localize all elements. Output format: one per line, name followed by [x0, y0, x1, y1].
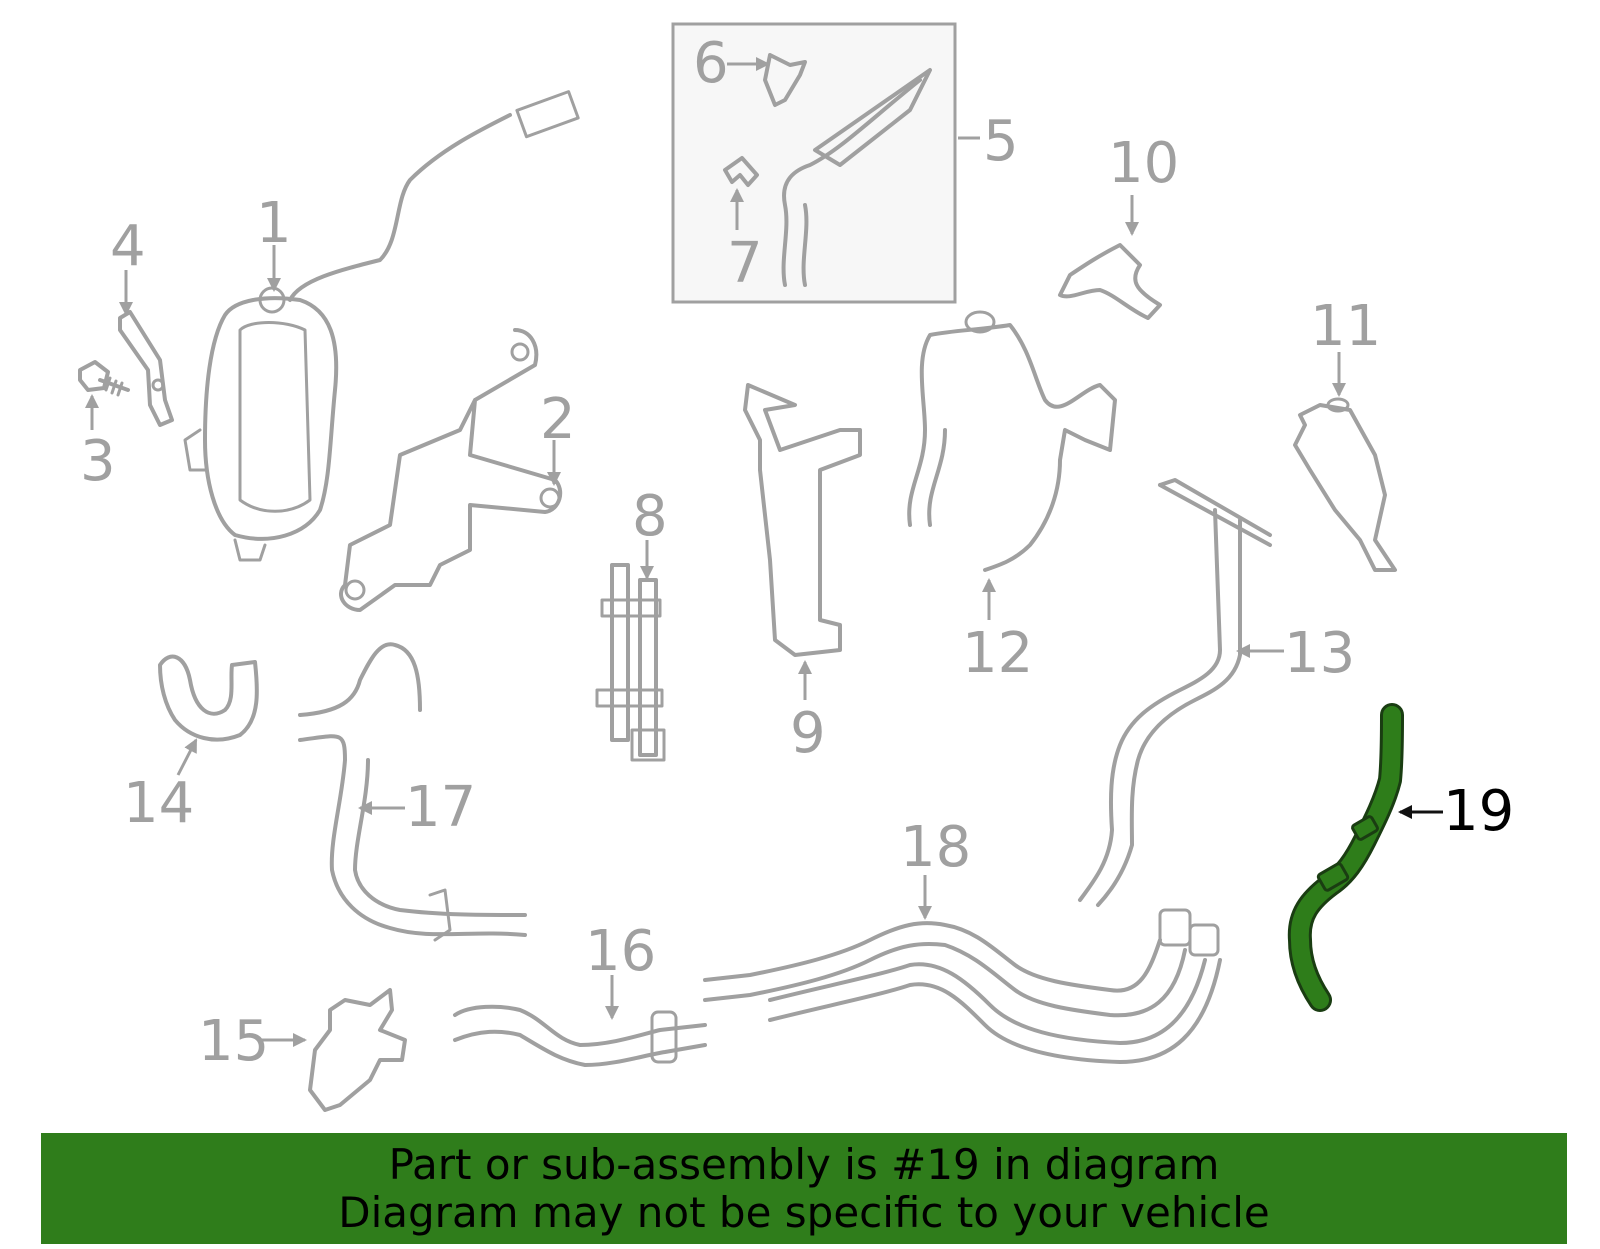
part-9-bracket: [743, 383, 862, 657]
banner-line-1: Part or sub-assembly is #19 in diagram: [388, 1140, 1220, 1189]
part-4-bracket: [118, 310, 174, 427]
part-19-clamp: [1351, 815, 1379, 841]
part-11-valve: [1293, 397, 1397, 572]
label-6: 6: [693, 31, 729, 96]
label-11: 11: [1310, 294, 1381, 359]
info-banner: Part or sub-assembly is #19 in diagram D…: [41, 1133, 1567, 1244]
label-10: 10: [1108, 131, 1179, 196]
label-13: 13: [1284, 621, 1355, 686]
label-16: 16: [585, 919, 656, 984]
part-14-hose: [158, 654, 259, 742]
part-1-reservoir: [183, 90, 580, 562]
part-16-hose: [453, 1004, 707, 1067]
label-15: 15: [198, 1009, 269, 1074]
part-3-bolt: [78, 360, 130, 397]
label-9: 9: [790, 701, 826, 766]
part-19-hose-highlighted: [1287, 703, 1404, 1012]
label-3: 3: [80, 429, 116, 494]
part-2-bracket: [339, 328, 563, 612]
leader-lines: [85, 57, 1443, 1047]
label-18: 18: [900, 815, 971, 880]
label-8: 8: [632, 484, 668, 549]
banner-line-2: Diagram may not be specific to your vehi…: [338, 1188, 1270, 1237]
part-10-hose: [1058, 243, 1162, 320]
part-12-hose: [907, 310, 1117, 572]
part-18-pipe: [703, 908, 1222, 1064]
part-5-hose: [781, 68, 932, 287]
label-4: 4: [110, 214, 146, 279]
label-12: 12: [962, 621, 1033, 686]
part-7-clip: [723, 156, 759, 187]
label-5: 5: [983, 109, 1019, 174]
label-2: 2: [540, 387, 576, 452]
label-7: 7: [727, 231, 763, 296]
part-19-clamp: [1316, 862, 1350, 892]
part-6-clip: [763, 53, 807, 107]
label-1: 1: [256, 191, 292, 256]
label-14: 14: [123, 771, 194, 836]
part-15-housing: [308, 988, 407, 1112]
part-8-pipe: [595, 563, 666, 762]
part-17-hose: [298, 642, 527, 942]
label-19: 19: [1443, 779, 1514, 844]
part-13-pipe: [1078, 478, 1272, 907]
label-17: 17: [405, 775, 476, 840]
